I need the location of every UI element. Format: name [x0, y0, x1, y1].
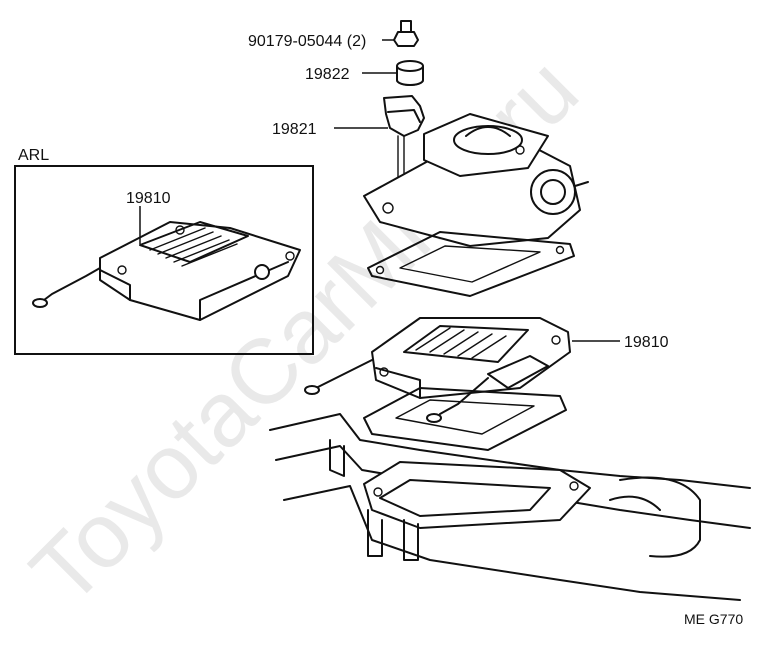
intake-manifold-part	[269, 413, 751, 601]
bolt-part	[393, 20, 419, 47]
label-spacer: 19822	[305, 66, 350, 83]
label-bolt: 90179-05044 (2)	[248, 33, 366, 50]
upper-gasket-part	[367, 231, 575, 297]
label-heater-main: 19810	[624, 334, 669, 351]
spacer-part	[396, 60, 424, 86]
inset-title: ARL	[18, 147, 49, 164]
label-clamp: 19821	[272, 121, 317, 138]
lower-gasket-part	[363, 387, 567, 451]
figure-code: ME G770	[684, 611, 743, 627]
throttle-body-part	[363, 113, 589, 247]
arl-inset: ARL 19810	[14, 147, 314, 355]
label-heater-arl: 19810	[126, 190, 171, 207]
arl-heater-part	[32, 221, 301, 321]
main-heater-part	[304, 317, 571, 423]
